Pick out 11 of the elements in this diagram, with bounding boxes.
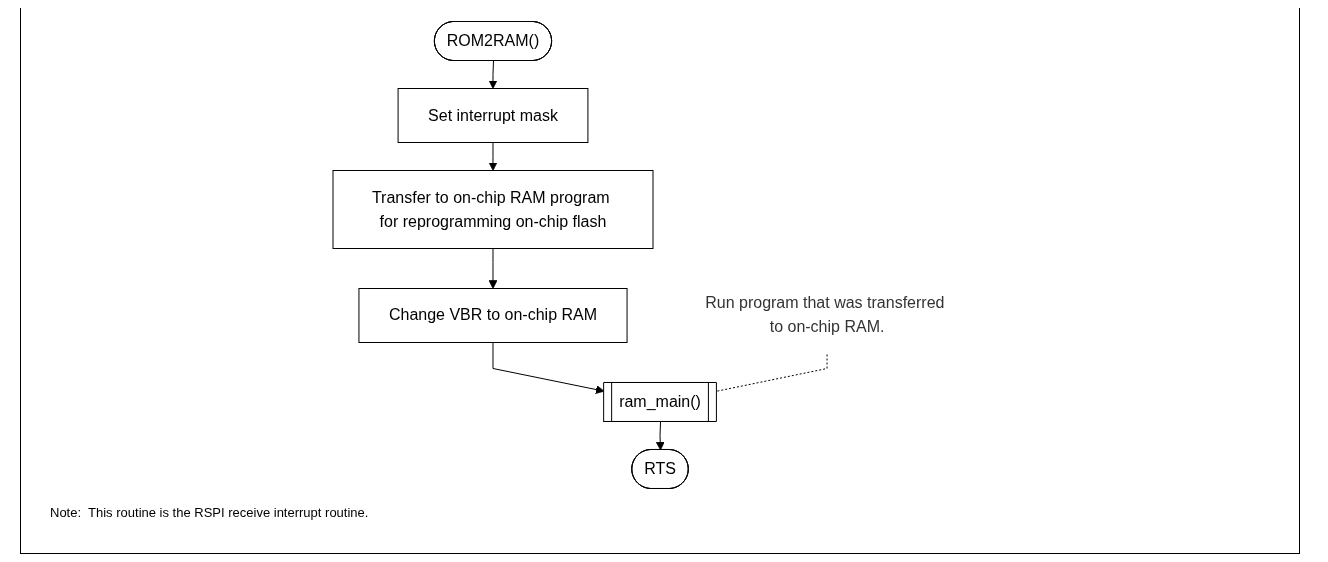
node-text: Run program that was transferred to on-chip RAM.: [705, 294, 945, 336]
arrow: [488, 142, 498, 171]
node-box: Transfer to on-chip RAM program for reprogramming on-chip flash: [332, 170, 654, 249]
arrow: [488, 60, 498, 89]
arrow: [492, 342, 605, 394]
arrow: [655, 421, 665, 451]
node-box: Change VBR to on-chip RAM: [358, 288, 628, 343]
node-box: Set interrupt mask: [397, 88, 589, 143]
arrow: [488, 248, 498, 289]
note-text: Note: This routine is the RSPI receive interrupt routine.: [50, 505, 369, 520]
connector: [716, 354, 828, 392]
